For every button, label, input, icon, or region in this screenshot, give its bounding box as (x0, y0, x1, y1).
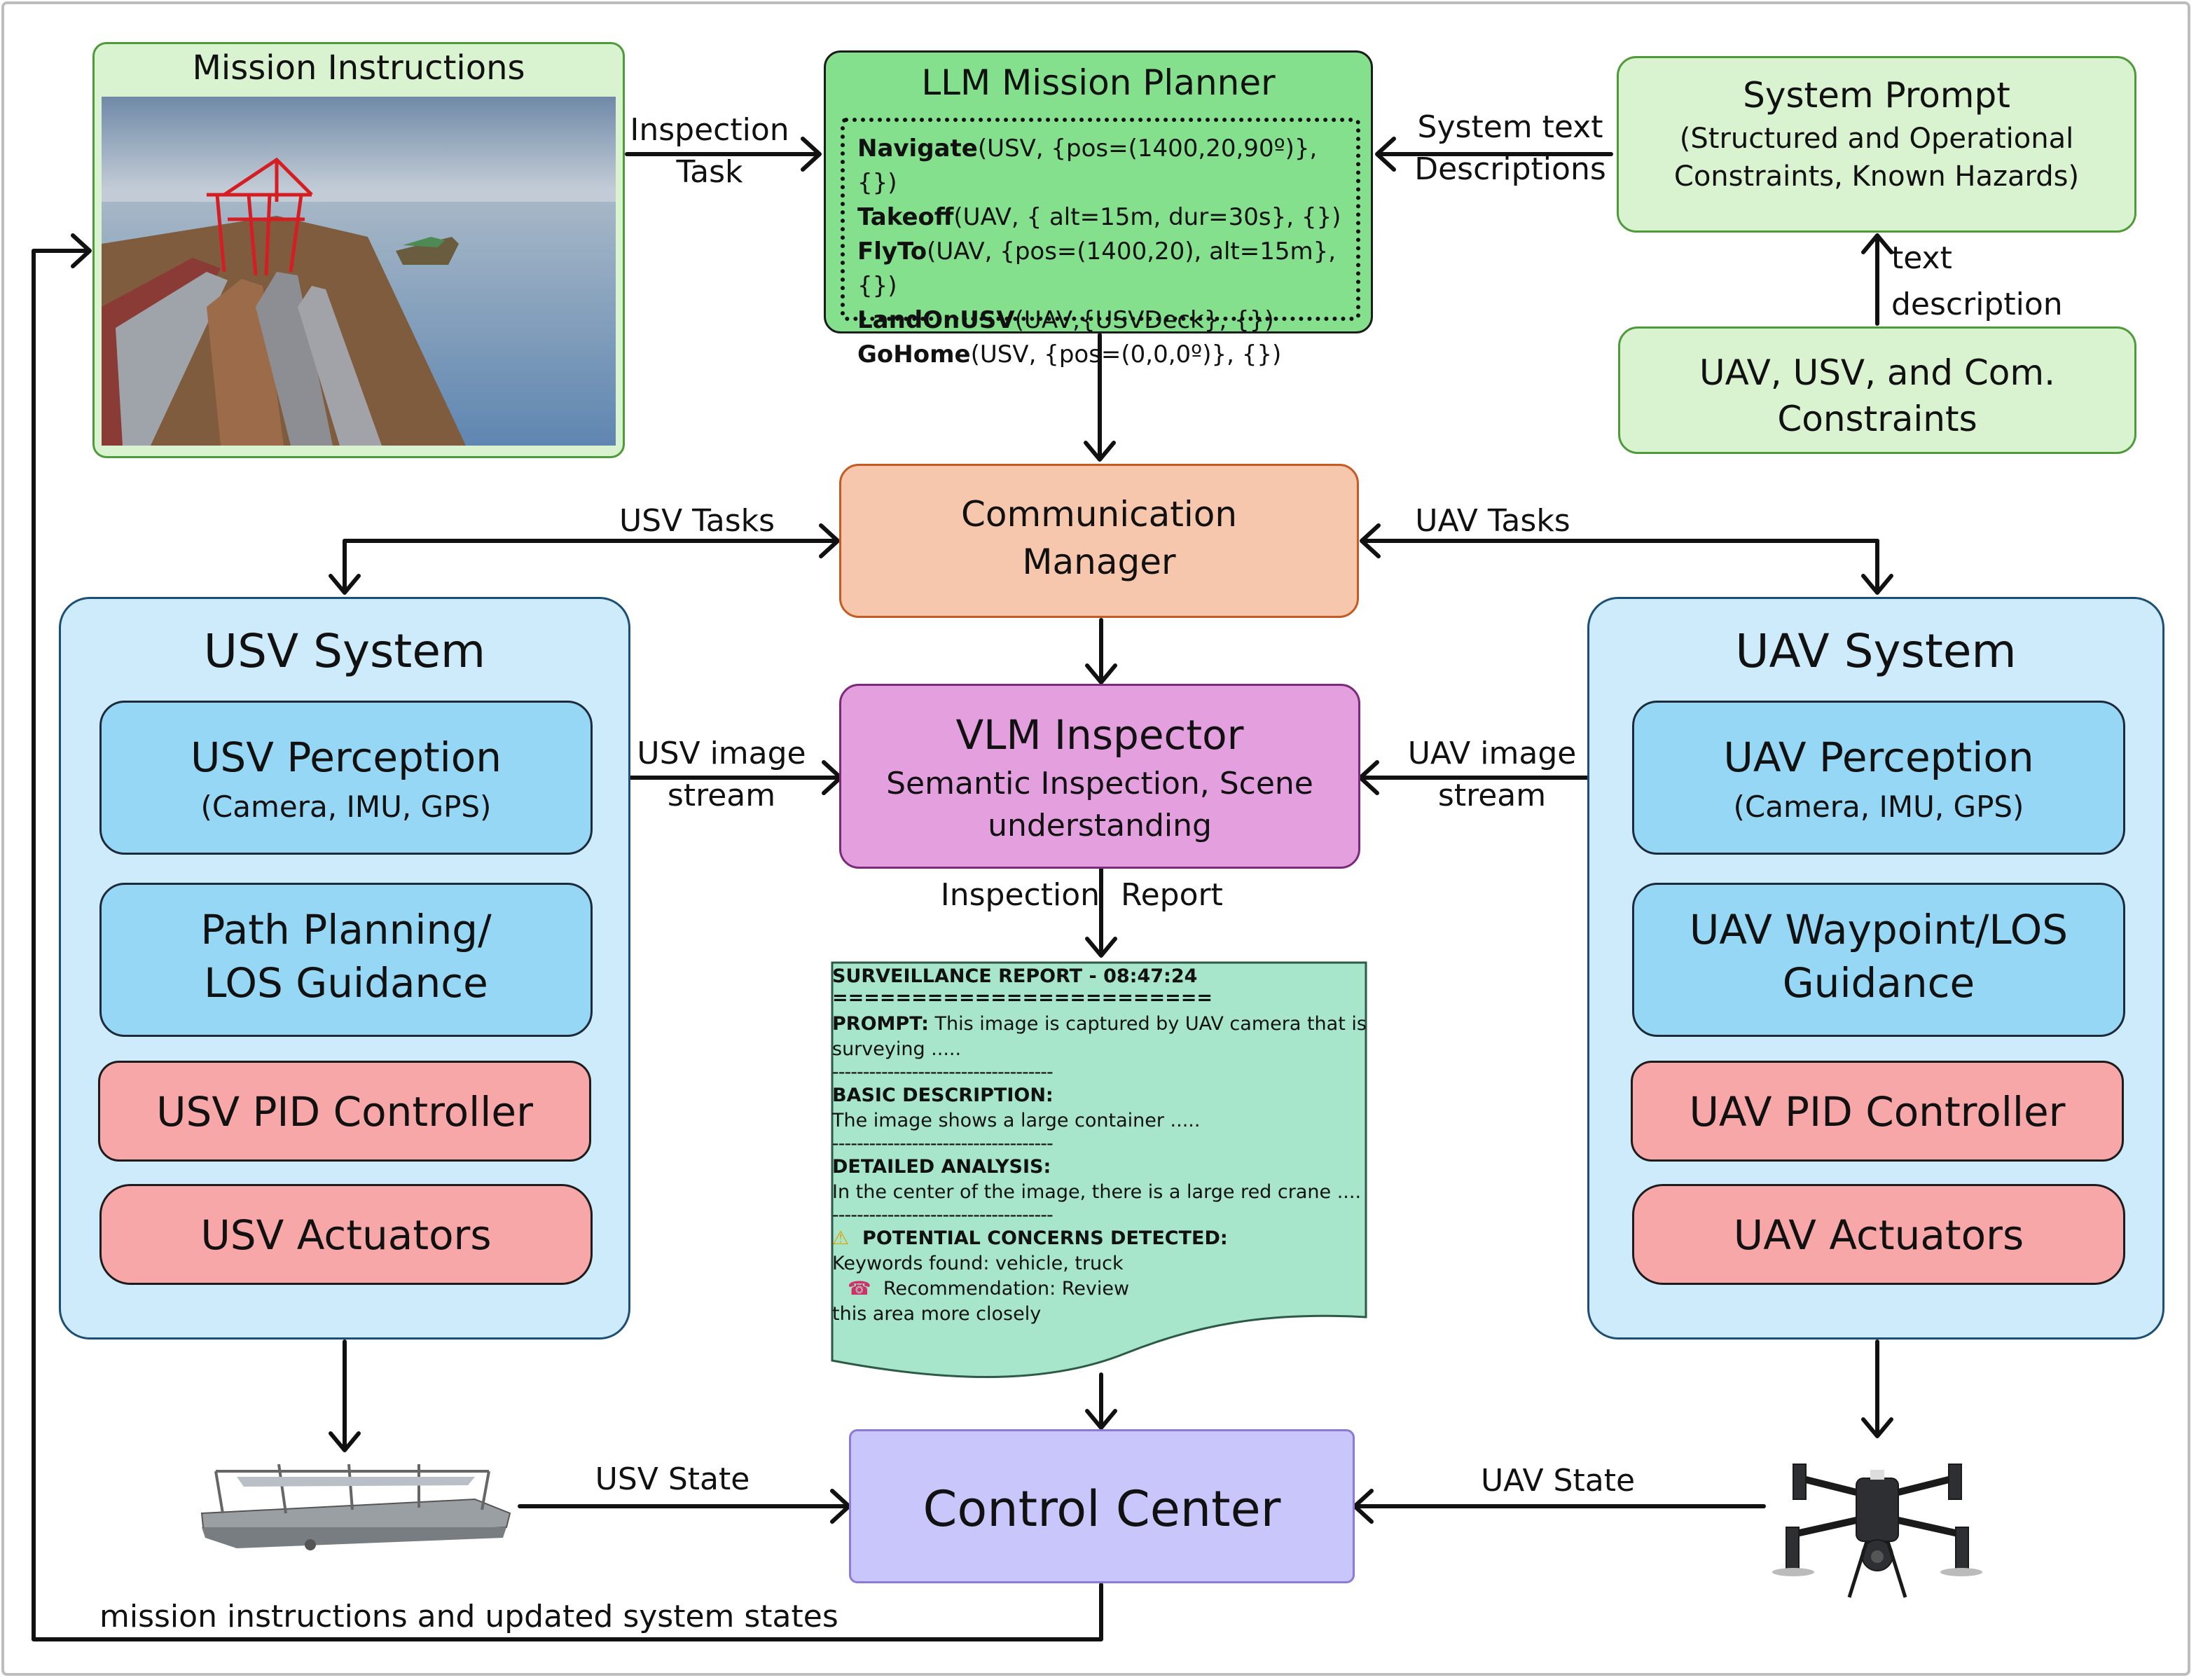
comm-manager-line1: Communication (960, 494, 1238, 535)
uav-perception-sub: (Camera, IMU, GPS) (1733, 790, 2024, 824)
report-prompt: PROMPT: This image is captured by UAV ca… (832, 1013, 1367, 1035)
usv-path-planning-box: Path Planning/ LOS Guidance (99, 883, 593, 1037)
label-uav-state: UAV State (1480, 1463, 1636, 1499)
label-feedback-loop: mission instructions and updated system … (99, 1599, 838, 1634)
uav-actuators-label: UAV Actuators (1733, 1211, 2024, 1259)
surveillance-report: SURVEILLANCE REPORT - 08:47:24 =========… (832, 964, 1372, 1327)
uav-drone-icon (1772, 1464, 1982, 1598)
uav-pid-label: UAV PID Controller (1689, 1088, 2066, 1136)
uav-perception-title: UAV Perception (1723, 734, 2034, 781)
command-flyto: FlyTo(UAV, {pos=(1400,20), alt=15m}, {}) (857, 237, 1337, 300)
command-landonusv: LandOnUSV(UAV,{USVDeck}, {}) (857, 306, 1274, 334)
label-usv-state: USV State (595, 1461, 750, 1497)
vlm-inspector-line2: understanding (988, 808, 1212, 844)
llm-mission-planner-box: LLM Mission Planner (824, 50, 1373, 333)
system-prompt-box: System Prompt (Structured and Operationa… (1617, 56, 2136, 233)
command-navigate: Navigate(USV, {pos=(1400,20,90º)}, {}) (857, 135, 1318, 197)
report-detailed-label: DETAILED ANALYSIS: (832, 1156, 1051, 1178)
command-list: Navigate(USV, {pos=(1400,20,90º)}, {}) T… (841, 118, 1360, 369)
command-gohome: GoHome(USV, {pos=(0,0,0º)}, {}) (857, 340, 1282, 369)
llm-planner-title: LLM Mission Planner (921, 62, 1276, 103)
usv-actuators-label: USV Actuators (200, 1211, 492, 1259)
usv-actuators-box: USV Actuators (99, 1184, 593, 1285)
usv-planning-line1: Path Planning/ (200, 906, 492, 953)
uav-guidance-box: UAV Waypoint/LOS Guidance (1632, 883, 2125, 1037)
constraints-line1: UAV, USV, and Com. (1699, 352, 2055, 393)
usv-perception-box: USV Perception (Camera, IMU, GPS) (99, 701, 593, 855)
uav-actuators-box: UAV Actuators (1632, 1184, 2125, 1285)
usv-perception-sub: (Camera, IMU, GPS) (200, 790, 492, 824)
label-uav-tasks: UAV Tasks (1415, 503, 1570, 539)
system-prompt-line2: Constraints, Known Hazards) (1673, 160, 2080, 193)
report-divider: ------------------------------------ (832, 1204, 1054, 1226)
uav-pid-controller-box: UAV PID Controller (1631, 1061, 2124, 1162)
uav-guidance-line1: UAV Waypoint/LOS (1689, 906, 2069, 953)
usv-pid-controller-box: USV PID Controller (98, 1061, 591, 1162)
command-takeoff: Takeoff(UAV, { alt=15m, dur=30s}, {}) (857, 203, 1341, 231)
uav-perception-box: UAV Perception (Camera, IMU, GPS) (1632, 701, 2125, 855)
system-prompt-title: System Prompt (1743, 75, 2010, 116)
label-inspection: Inspection (940, 877, 1100, 913)
usv-perception-title: USV Perception (190, 734, 502, 781)
comm-manager-line2: Manager (1022, 542, 1176, 582)
report-divider: ------------------------------------ (832, 1061, 1054, 1083)
harbor-scene-image (102, 97, 616, 446)
vlm-inspector-box: VLM Inspector Semantic Inspection, Scene… (839, 684, 1360, 869)
mission-instructions-title: Mission Instructions (192, 48, 525, 88)
report-rule: ======================== (832, 987, 1213, 1009)
report-concerns: ⚠ POTENTIAL CONCERNS DETECTED: (832, 1227, 1228, 1249)
communication-manager-box: Communication Manager (839, 464, 1359, 618)
report-prompt-cont: surveying ..... (832, 1038, 962, 1060)
constraints-box: UAV, USV, and Com. Constraints (1618, 326, 2136, 454)
arrow-feedback-loop (32, 249, 1103, 1641)
constraints-line2: Constraints (1777, 399, 1977, 439)
report-divider: ------------------------------------ (832, 1133, 1054, 1155)
control-center-title: Control Center (923, 1480, 1281, 1538)
vlm-inspector-title: VLM Inspector (955, 711, 1244, 759)
vlm-inspector-line1: Semantic Inspection, Scene (886, 766, 1313, 801)
label-usv-tasks: USV Tasks (619, 503, 775, 539)
system-prompt-line1: (Structured and Operational (1679, 123, 2074, 155)
usv-system-title: USV System (203, 624, 486, 678)
usv-planning-line2: LOS Guidance (204, 959, 488, 1007)
report-recommendation-cont: this area more closely (832, 1303, 1042, 1325)
report-basic-text: The image shows a large container ..... (832, 1110, 1201, 1131)
report-header: SURVEILLANCE REPORT - 08:47:24 (832, 965, 1198, 987)
report-document-shape (831, 961, 1367, 1378)
report-basic-label: BASIC DESCRIPTION: (832, 1085, 1054, 1106)
warning-icon: ⚠ (832, 1227, 850, 1249)
control-center-box: Control Center (849, 1429, 1355, 1583)
usv-pid-label: USV PID Controller (156, 1088, 533, 1136)
report-recommendation: ☎ Recommendation: Review (848, 1278, 1130, 1300)
usv-vessel-icon (200, 1464, 511, 1550)
uav-system-title: UAV System (1735, 624, 2017, 678)
phone-icon: ☎ (848, 1278, 871, 1300)
uav-guidance-line2: Guidance (1782, 959, 1975, 1007)
report-detailed-text: In the center of the image, there is a l… (832, 1181, 1362, 1203)
report-keywords: Keywords found: vehicle, truck (832, 1253, 1124, 1274)
label-report: Report (1121, 877, 1223, 913)
